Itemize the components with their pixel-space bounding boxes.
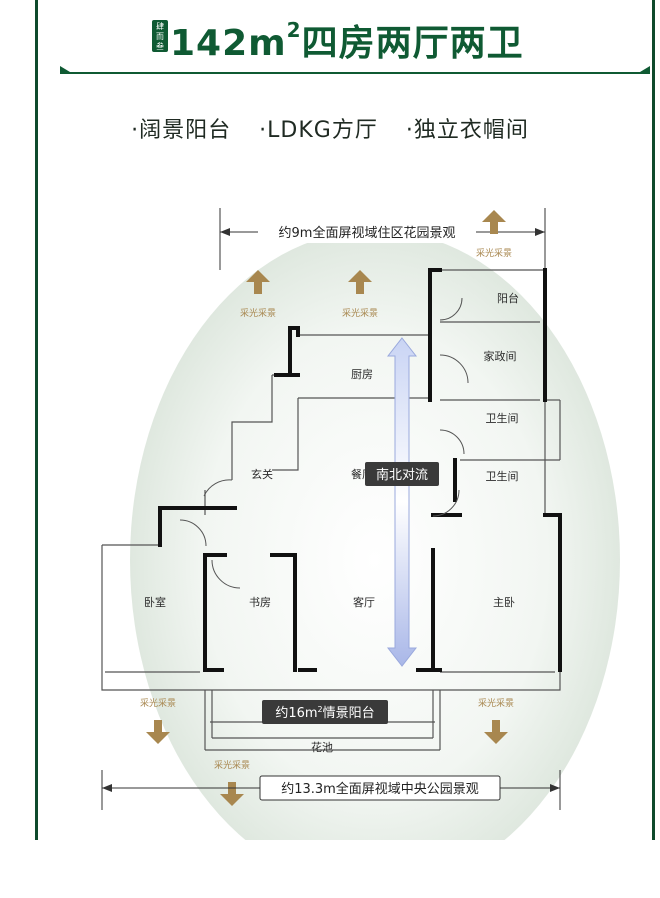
ventilation-label: 南北对流	[376, 467, 428, 483]
balcony-label: 约16m2情景阳台	[275, 705, 374, 721]
header-ornament-right	[640, 66, 650, 72]
light-tag: 采光采景	[342, 307, 378, 319]
page-title: 142m2四房两厅两卫	[170, 14, 524, 66]
room-labels: 阳台 家政间 厨房 卫生间 卫生间 玄关 餐厅 卧室 书房 客厅 主卧 花池	[144, 291, 519, 754]
title-layout: 四房两厅两卫	[301, 23, 524, 64]
room-label-balcony: 阳台	[497, 291, 519, 305]
title-area: 142m	[170, 23, 287, 64]
thick-walls	[158, 268, 562, 672]
door-swings	[179, 297, 469, 589]
room-label-bedroom: 卧室	[144, 595, 166, 609]
brand-logo: 肆 而 叁	[152, 20, 168, 52]
room-label-study: 书房	[249, 596, 271, 609]
room-label-master: 主卧	[493, 596, 515, 609]
floor-plan-svg: 约9m全面屏视域住区花园景观 采光采景 采光采景 采光采景	[0, 208, 660, 894]
light-arrow-up-icon	[482, 210, 506, 234]
feature-item: ·LDKG方厅	[259, 118, 378, 143]
room-label-planter: 花池	[311, 741, 333, 754]
top-view-label-bg	[258, 221, 476, 243]
title-area-sup: 2	[286, 18, 302, 42]
thin-walls	[101, 269, 561, 751]
header: 肆 而 叁 142m2四房两厅两卫	[0, 0, 660, 80]
room-label-living: 客厅	[353, 595, 375, 609]
bottom-view-label-bg	[259, 775, 501, 801]
light-tag: 采光采景	[478, 697, 514, 709]
ventilation-label-bg	[365, 462, 439, 486]
page-frame	[35, 0, 655, 894]
room-label-bathroom-1: 卫生间	[486, 411, 519, 425]
feature-list: ·阔景阳台 ·LDKG方厅 ·独立衣帽间	[0, 112, 660, 144]
brand-logo-text: 肆 而 叁	[156, 22, 164, 51]
light-tag: 采光采景	[476, 247, 512, 259]
light-tag: 采光采景	[140, 697, 176, 709]
light-tag: 采光采景	[214, 759, 250, 771]
bottom-view-label: 约13.3m全面屏视域中央公园景观	[281, 781, 479, 797]
top-view-label: 约9m全面屏视域住区花园景观	[279, 225, 456, 241]
room-label-bathroom-2: 卫生间	[486, 469, 519, 483]
header-divider	[60, 72, 650, 74]
room-label-housekeeping: 家政间	[484, 349, 517, 363]
feature-item: ·阔景阳台	[131, 118, 232, 143]
floor-plan: 约9m全面屏视域住区花园景观 采光采景 采光采景 采光采景	[0, 160, 660, 894]
light-tag: 采光采景	[240, 307, 276, 319]
ventilation-arrow-icon	[386, 337, 418, 667]
header-ornament-left	[60, 66, 70, 72]
balcony-label-bg	[262, 700, 388, 724]
room-label-entrance: 玄关	[251, 467, 273, 481]
feature-item: ·独立衣帽间	[405, 118, 529, 143]
room-label-kitchen: 厨房	[351, 368, 373, 381]
